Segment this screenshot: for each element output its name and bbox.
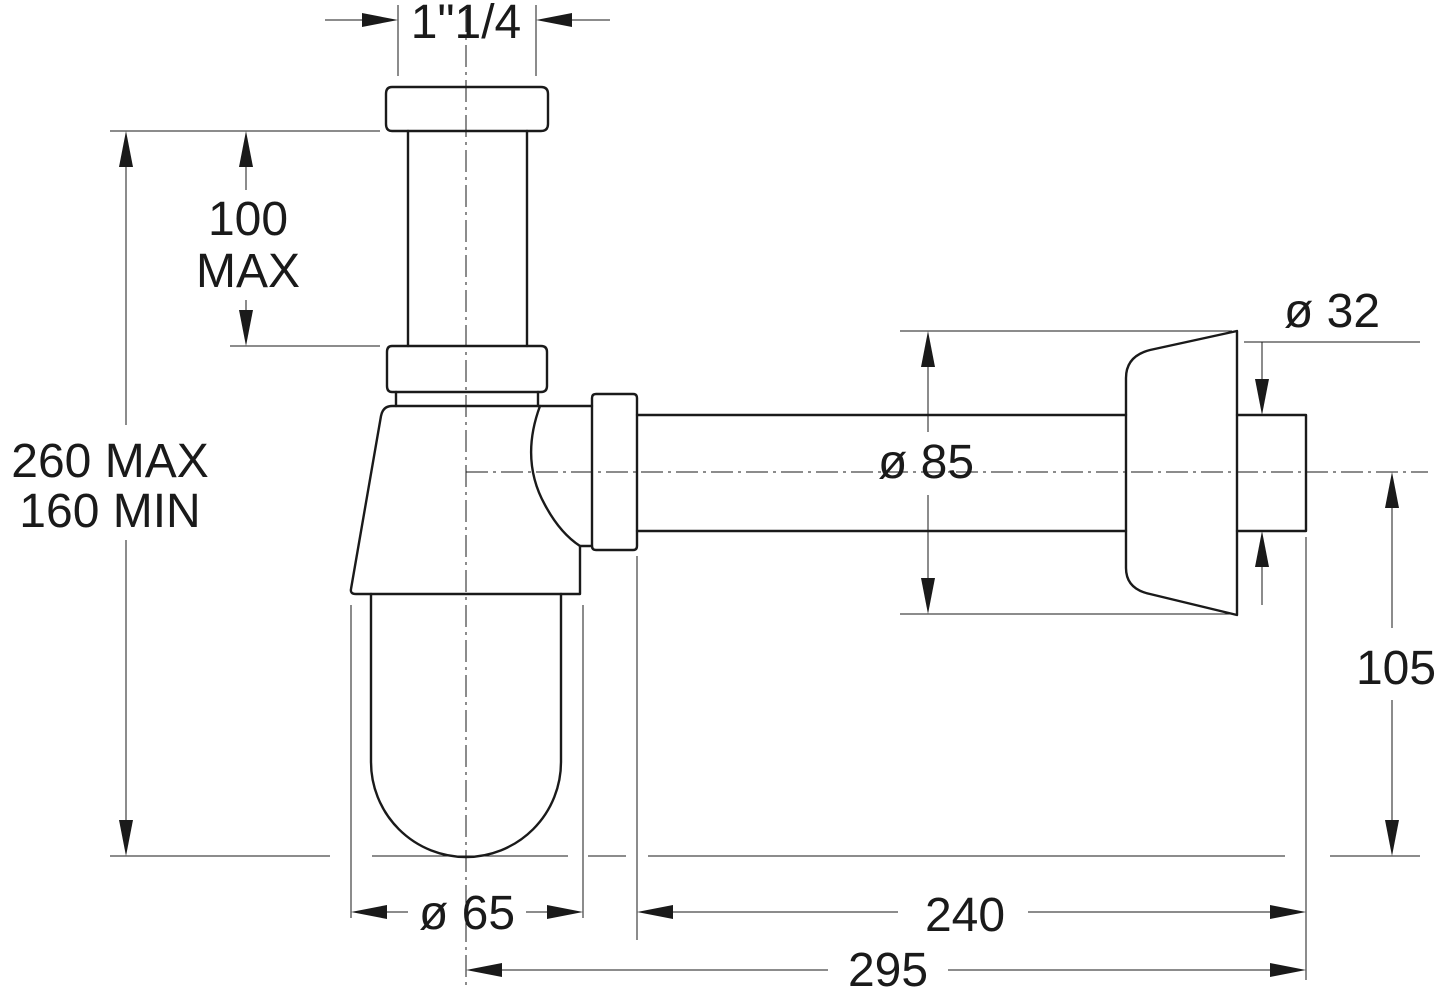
extension-lines — [110, 5, 1420, 980]
wall-rosette — [1124, 329, 1239, 617]
bottle-bowl — [369, 592, 563, 859]
top-nut — [384, 85, 550, 133]
dimension-lines — [119, 13, 1399, 977]
label-outlet-diameter: ø 32 — [1284, 285, 1380, 338]
middle-nut — [385, 344, 549, 394]
label-outlet-length: 240 — [925, 889, 1005, 942]
wall-pipe-stub — [1235, 413, 1308, 533]
label-tube-height-max: MAX — [196, 245, 300, 298]
label-outlet-height: 105 — [1356, 642, 1436, 695]
label-total-height-min: 160 MIN — [19, 485, 200, 538]
bottle-trap — [349, 85, 1308, 859]
label-inlet-thread: 1"1/4 — [411, 0, 521, 49]
nut-collar — [394, 390, 540, 408]
outlet-nut — [590, 392, 639, 552]
dimension-labels: 1"1/4 100 MAX 260 MAX 160 MIN ø 85 ø 32 … — [11, 0, 1436, 992]
label-total-length: 295 — [848, 944, 928, 992]
body-junction-curve — [529, 404, 582, 548]
label-total-height-max: 260 MAX — [11, 435, 208, 488]
label-bottle-diameter: ø 65 — [419, 887, 515, 940]
label-rosette-diameter: ø 85 — [878, 436, 974, 489]
label-tube-height-value: 100 — [208, 193, 288, 246]
trap-body — [349, 404, 594, 596]
